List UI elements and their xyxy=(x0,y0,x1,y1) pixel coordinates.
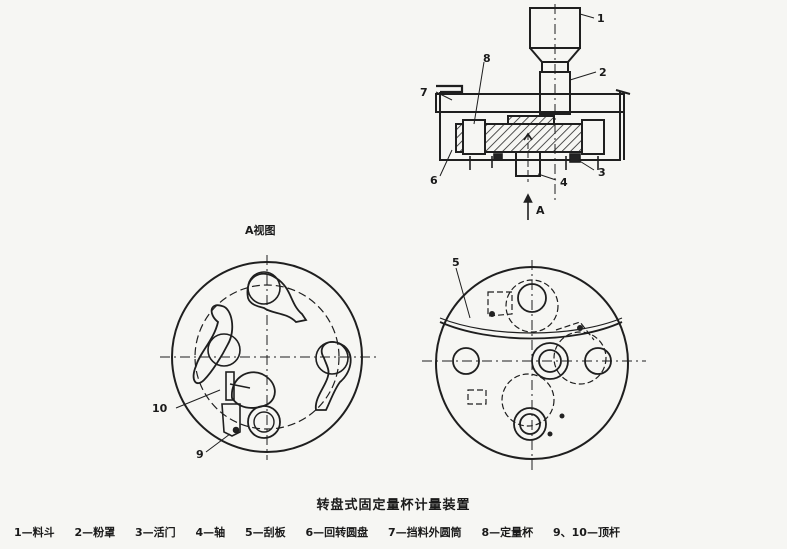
legend-item: 8—定量杯 xyxy=(481,526,534,539)
callout-9: 9 xyxy=(196,448,204,461)
legend-item: 2—粉罩 xyxy=(74,526,116,539)
callout-labels: 1 2 7 8 6 4 3 A A视图 5 10 9 xyxy=(152,12,607,461)
callout-8: 8 xyxy=(483,52,491,65)
callout-1: 1 xyxy=(597,12,605,25)
section-view xyxy=(435,4,631,220)
callout-7: 7 xyxy=(420,86,428,99)
left-lobes xyxy=(192,272,352,411)
legend-item: 1—料斗 xyxy=(14,526,55,539)
legend-item: 6—回转圆盘 xyxy=(305,526,369,539)
scraper-arc xyxy=(439,321,623,340)
legend-item: 5—刮板 xyxy=(245,526,286,539)
legend-item: 7—挡料外圆筒 xyxy=(388,526,462,539)
diagram-title: 转盘式固定量杯计量装置 xyxy=(316,498,471,513)
right-disc-view xyxy=(422,260,646,470)
valves xyxy=(469,153,599,170)
callout-6: 6 xyxy=(430,174,438,187)
rotating-disc xyxy=(455,115,605,155)
ejector-pins-left xyxy=(221,371,251,437)
outer-cylinder xyxy=(435,84,631,161)
left-disc-view xyxy=(160,255,378,460)
callout-4: 4 xyxy=(560,176,568,189)
callout-3: 3 xyxy=(598,166,606,179)
section-leaders xyxy=(435,13,597,181)
shaft xyxy=(515,132,541,182)
hopper xyxy=(529,4,581,200)
legend-item: 9、10—顶杆 xyxy=(553,526,620,539)
measuring-cups xyxy=(452,283,612,441)
view-label: A视图 xyxy=(245,223,276,237)
legend-item: 4—轴 xyxy=(195,526,226,539)
legend: 1—料斗 2—粉罩 3—活门 4—轴 5—刮板 6—回转圆盘 7—挡料外圆筒 8… xyxy=(14,524,784,540)
arrow-label: A xyxy=(536,204,545,217)
callout-2: 2 xyxy=(599,66,607,79)
callout-5: 5 xyxy=(452,256,460,269)
callout-10: 10 xyxy=(152,402,168,415)
legend-item: 3—活门 xyxy=(135,526,176,539)
